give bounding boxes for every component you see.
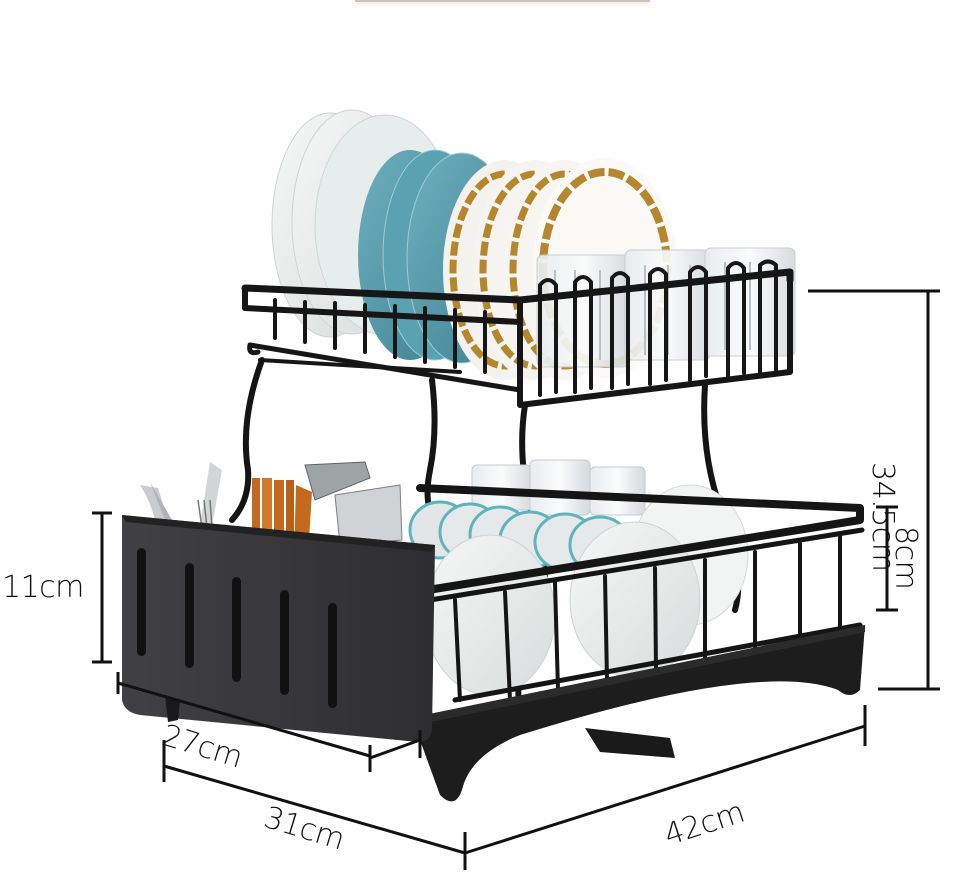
dimension-lines <box>92 289 940 870</box>
utensil-holder <box>122 461 435 742</box>
top-edge-strip <box>355 0 650 2</box>
drip-tray <box>400 625 865 802</box>
upper-rack-frame <box>241 259 794 408</box>
dimension-lower-basket-height: 8cm <box>888 526 923 590</box>
dimension-utensil-holder-height: 11cm <box>2 570 84 605</box>
lower-glasses <box>471 459 646 516</box>
